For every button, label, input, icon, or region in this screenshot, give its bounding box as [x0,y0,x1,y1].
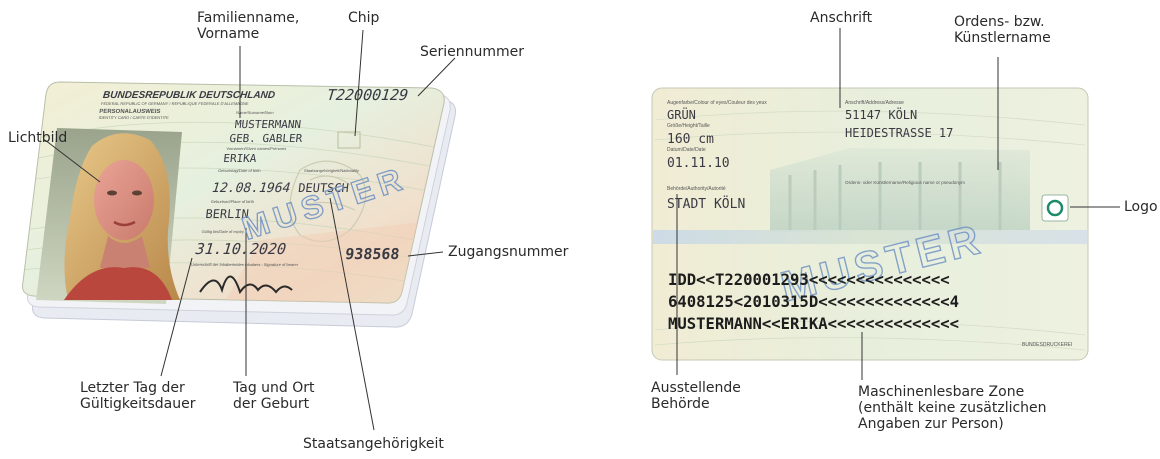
callout-maschinenlesbare-zone: Maschinenlesbare Zone (enthält keine zus… [858,384,1047,432]
issue-date: 01.11.10 [667,156,730,171]
printer-mark: BUNDESDRUCKEREI [1022,342,1072,348]
date-label: Datum/Date/Date [667,147,706,153]
callout-seriennummer: Seriennummer [420,44,524,60]
height: 160 cm [667,132,714,147]
callout-tag-und-ort: Tag und Ort der Geburt [233,380,315,412]
callout-lichtbild: Lichtbild [8,130,67,146]
eyes-label: Augenfarbe/Colour of eyes/Couleur des ye… [667,100,767,106]
mrz-line-2: 6408125<2010315D<<<<<<<<<<<<<<4 [668,293,959,311]
callout-letzter-tag: Letzter Tag der Gültigkeitsdauer [80,380,195,412]
callout-chip: Chip [348,10,379,26]
callout-staatsangehoerigkeit: Staatsangehörigkeit [303,436,444,452]
callout-anschrift: Anschrift [810,10,872,26]
callout-ausstellende-behoerde: Ausstellende Behörde [651,380,741,412]
address-line-1: 51147 KÖLN [845,106,917,122]
height-label: Größe/Height/Taille [667,123,710,129]
issuing-authority: STADT KÖLN [667,195,745,212]
callout-zugangsnummer: Zugangsnummer [448,244,568,260]
callout-logo: Logo [1124,199,1158,215]
mrz-line-3: MUSTERMANN<<ERIKA<<<<<<<<<<<<<< [668,315,959,333]
authority-label: Behörde/Authority/Autorité [667,186,726,192]
address-line-2: HEIDESTRASSE 17 [845,126,953,140]
eye-colour: GRÜN [667,106,696,122]
address-label: Anschrift/Address/Adresse [845,100,904,106]
callout-familienname: Familienname, Vorname [197,10,299,42]
callout-ordens: Ordens- bzw. Künstlername [954,14,1051,46]
religious-name-label: Ordens- oder Künstlername/Religious name… [845,180,965,185]
mrz-line-1: IDD<<T220001293<<<<<<<<<<<<<<< [668,271,950,289]
